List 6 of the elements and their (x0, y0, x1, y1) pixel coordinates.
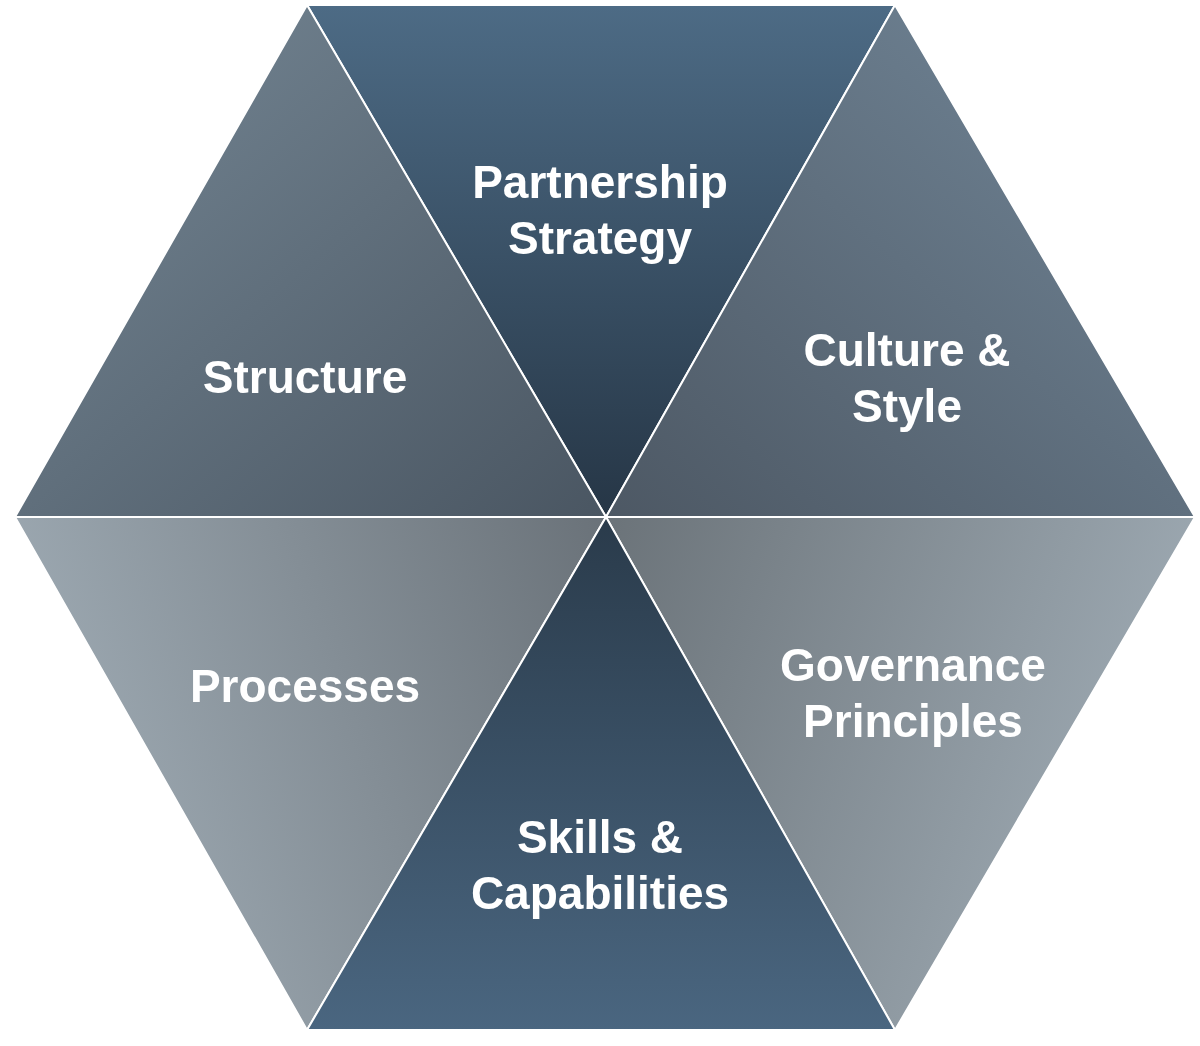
segment-label: Skills & Capabilities (469, 809, 731, 921)
segment-label: Governance Principles (779, 637, 1047, 749)
segment-label: Processes (188, 658, 422, 714)
segment-label: Partnership Strategy (471, 154, 729, 266)
segment-label: Structure (201, 349, 409, 405)
segment-label: Culture & Style (802, 322, 1012, 434)
